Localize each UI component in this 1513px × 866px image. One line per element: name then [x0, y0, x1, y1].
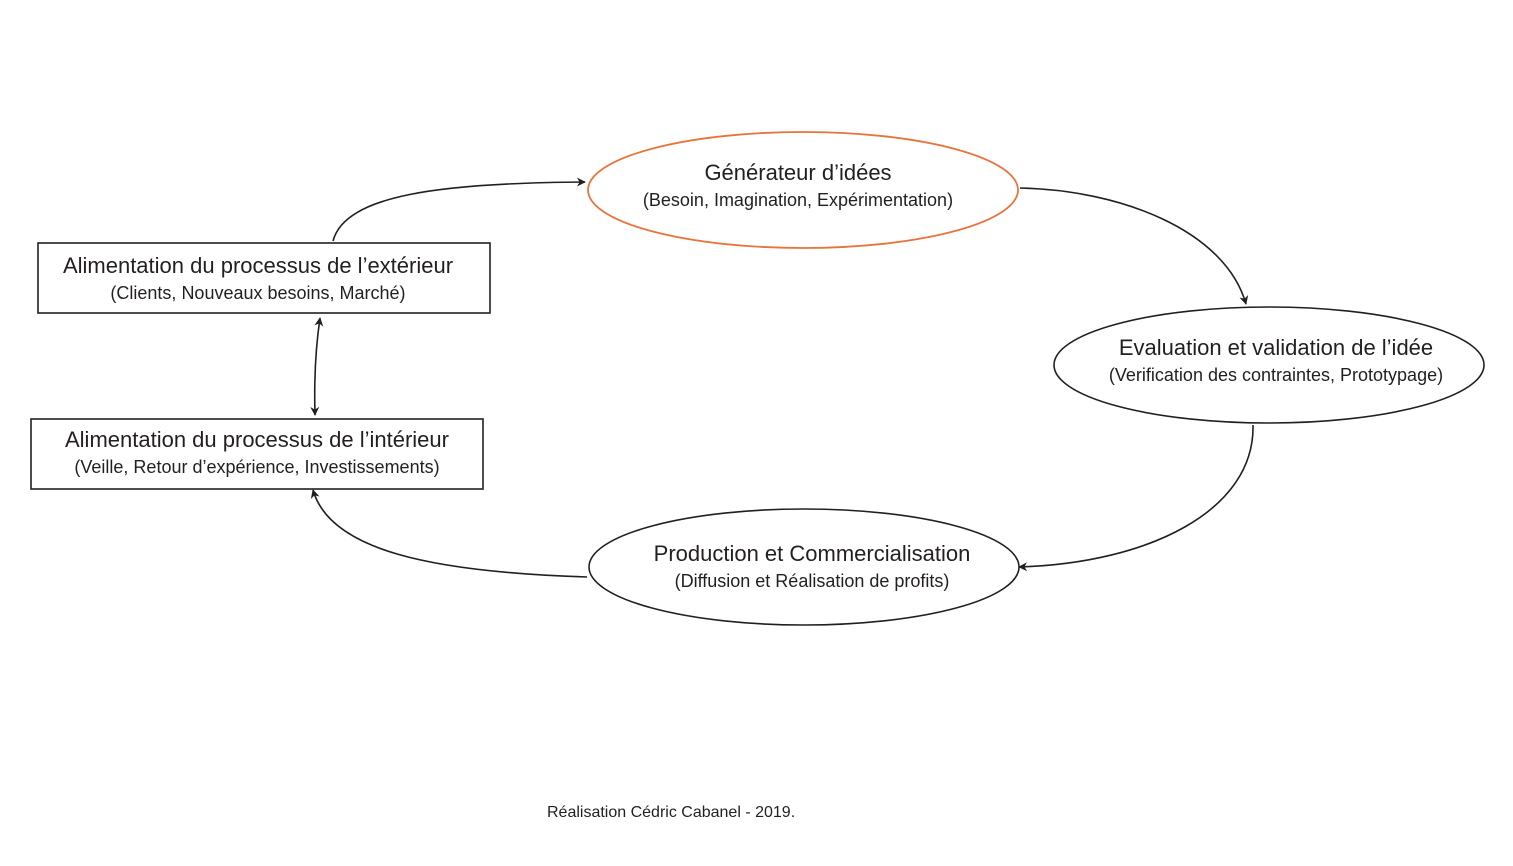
node-interior: Alimentation du processus de l’intérieur… — [30, 418, 484, 490]
node-generator: Générateur d’idées (Besoin, Imagination,… — [587, 131, 1019, 249]
node-interior-subtitle: (Veille, Retour d’expérience, Investisse… — [74, 457, 439, 477]
node-production-subtitle: (Diffusion et Réalisation de profits) — [675, 571, 950, 591]
credit-text: Réalisation Cédric Cabanel - 2019. — [547, 804, 796, 821]
node-evaluation: Evaluation et validation de l’idée (Veri… — [1053, 306, 1485, 424]
node-exterior: Alimentation du processus de l’extérieur… — [37, 242, 491, 314]
node-interior-title: Alimentation du processus de l’intérieur — [65, 427, 449, 452]
edge-interior-exterior-bidirectional — [310, 317, 324, 416]
node-generator-title: Générateur d’idées — [704, 160, 891, 185]
edge-evaluation-to-production — [1018, 424, 1254, 572]
node-interior-shape — [30, 418, 484, 490]
node-exterior-shape — [37, 242, 491, 314]
edge-production-to-interior — [310, 489, 588, 578]
node-evaluation-title: Evaluation et validation de l’idée — [1119, 335, 1433, 360]
node-production-title: Production et Commercialisation — [654, 541, 971, 566]
node-generator-subtitle: (Besoin, Imagination, Expérimentation) — [643, 190, 953, 210]
node-evaluation-subtitle: (Verification des contraintes, Prototypa… — [1109, 365, 1443, 385]
edge-exterior-to-generator — [332, 177, 586, 242]
node-generator-shape — [587, 131, 1019, 249]
node-production-shape — [588, 508, 1020, 626]
node-exterior-subtitle: (Clients, Nouveaux besoins, Marché) — [110, 283, 405, 303]
node-production: Production et Commercialisation (Diffusi… — [588, 508, 1020, 626]
node-evaluation-shape — [1053, 306, 1485, 424]
edge-generator-to-evaluation — [1019, 187, 1249, 305]
node-exterior-title: Alimentation du processus de l’extérieur — [63, 253, 453, 278]
